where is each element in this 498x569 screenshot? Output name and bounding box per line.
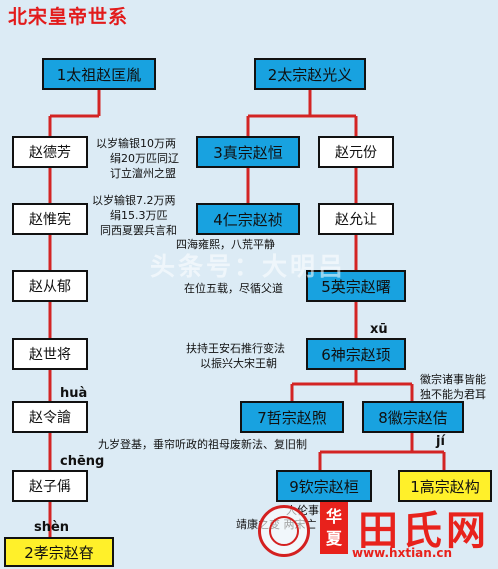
pinyin-cheng: chēng — [60, 454, 105, 469]
pinyin-hua: huà — [60, 386, 88, 401]
annotation-shenzong-line1: 扶持王安石推行变法 — [186, 342, 285, 355]
diagram-title: 北宋皇帝世系 — [8, 6, 129, 28]
node-shenzong: 6神宗赵顼 — [306, 338, 406, 370]
annotation-zhezong: 九岁登基，垂帘听政的祖母废新法、复旧制 — [98, 438, 307, 451]
node-huizong: 8徽宗赵佶 — [362, 401, 464, 433]
node-yuanfen: 赵元份 — [318, 136, 394, 168]
pinyin-ji: jí — [436, 434, 445, 449]
node-lingyu: 赵令譮 — [12, 401, 88, 433]
node-zhenzong: 3真宗赵恒 — [196, 136, 300, 168]
watermark-text: 头条号：大明吕 — [150, 252, 347, 281]
annotation-huizong-line2: 独不能为君耳 — [420, 388, 486, 401]
node-defang: 赵德芳 — [12, 136, 88, 168]
huaxia-logo: 华 夏 — [320, 502, 348, 554]
node-zicheng: 赵子偁 — [12, 470, 88, 502]
annotation-zhenzong-line3: 订立澶州之盟 — [110, 167, 176, 180]
node-congyu: 赵从郁 — [12, 270, 88, 302]
pinyin-shen: shèn — [34, 520, 70, 535]
annotation-zhenzong-line2: 绢20万匹同辽 — [110, 152, 179, 165]
annotation-renzong-line1: 以岁输银7.2万两 — [92, 194, 176, 207]
node-qinzong: 9钦宗赵桓 — [276, 470, 372, 502]
node-taizu: 1太祖赵匡胤 — [42, 58, 156, 90]
pinyin-xu: xū — [370, 322, 388, 337]
annotation-huizong-line1: 徽宗诸事皆能 — [420, 373, 486, 386]
annotation-renzong-line2: 绢15.3万匹 — [110, 209, 168, 222]
annotation-zhenzong-line1: 以岁输银10万两 — [96, 137, 176, 150]
culture-seal-icon — [258, 505, 310, 557]
site-url: www.hxtian.cn — [352, 546, 453, 560]
logo-char-1: 华 — [325, 507, 342, 526]
annotation-renzong-line4: 四海雍熙，八荒平静 — [176, 238, 275, 251]
node-taizong: 2太宗赵光义 — [254, 58, 366, 90]
annotation-yingzong: 在位五载，尽循父道 — [184, 282, 283, 295]
logo-char-2: 夏 — [325, 529, 342, 548]
node-renzong: 4仁宗赵祯 — [196, 203, 300, 235]
node-weixian: 赵惟宪 — [12, 203, 88, 235]
annotation-renzong-line3: 同西夏罢兵言和 — [100, 224, 177, 237]
node-zhezong: 7哲宗赵煦 — [240, 401, 344, 433]
site-logo-text: 田氏网 — [358, 508, 490, 554]
node-yunrang: 赵允让 — [318, 203, 394, 235]
node-xiaozong: 2孝宗赵昚 — [4, 537, 114, 567]
annotation-shenzong-line2: 以振兴大宋王朝 — [200, 357, 277, 370]
node-gaozong: 1高宗赵构 — [398, 470, 492, 502]
node-yingzong: 5英宗赵曙 — [306, 270, 406, 302]
node-shijiang: 赵世将 — [12, 338, 88, 370]
